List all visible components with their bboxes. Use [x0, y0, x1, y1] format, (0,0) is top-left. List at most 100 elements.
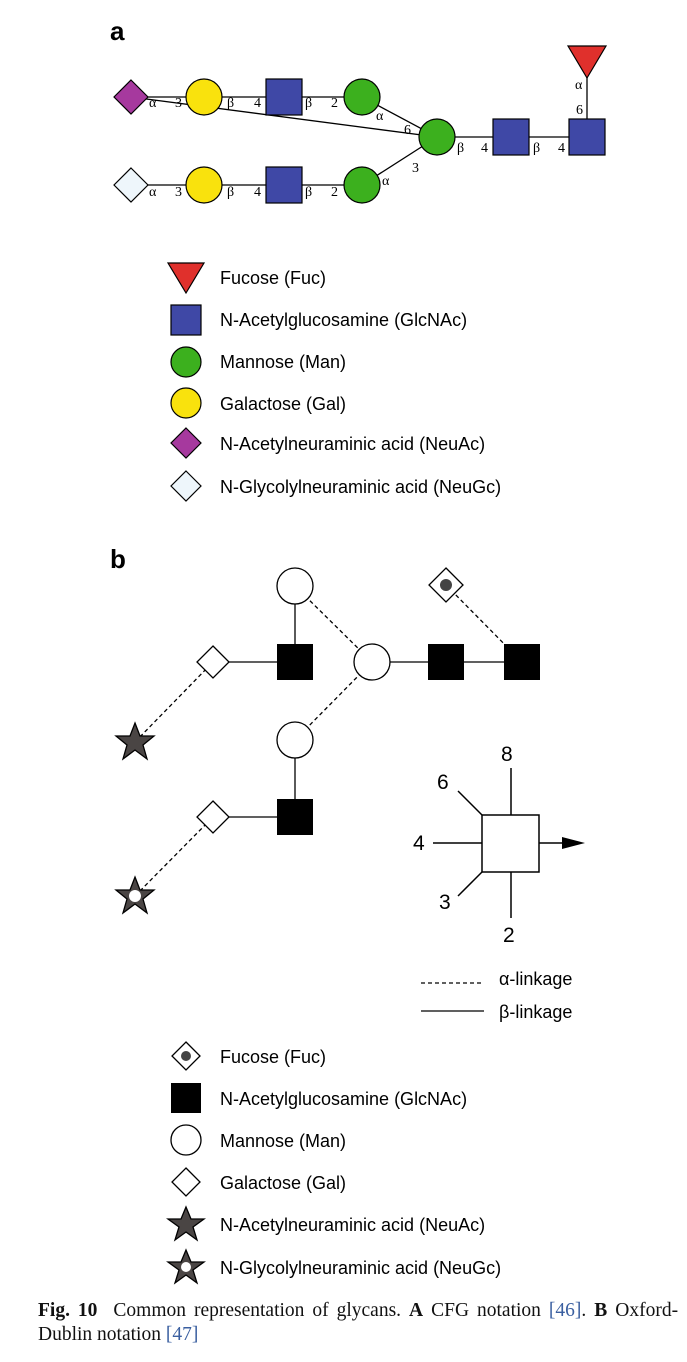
glcnac-square-icon — [170, 304, 202, 336]
galactose-diamond-icon — [196, 800, 230, 834]
neuac-star-icon — [166, 1205, 206, 1242]
caption-text-2: CFG notation — [431, 1300, 541, 1321]
legend-a-mannose: Mannose (Man) — [220, 352, 346, 372]
svg-text:2: 2 — [331, 185, 338, 200]
position-key-square-icon — [481, 814, 540, 873]
panel-b-label: b — [110, 544, 126, 574]
legend-alpha-linkage: α-linkage — [499, 969, 572, 989]
caption-ref-46[interactable]: [46] — [548, 1300, 582, 1321]
galactose-circle-icon — [170, 387, 202, 419]
legend-b-neugc: N-Glycolylneuraminic acid (NeuGc) — [220, 1258, 501, 1278]
caption-text-4: Oxford-Dublin notation — [38, 1300, 679, 1345]
glcnac-square-icon — [277, 644, 313, 680]
caption-ref-47[interactable]: [47] — [165, 1324, 199, 1345]
fucose-triangle-icon — [166, 262, 206, 295]
glcnac-square-icon — [492, 118, 530, 156]
glcnac-reducing-square-icon — [504, 644, 540, 680]
fucose-dot-icon — [181, 1051, 191, 1061]
neugc-star-center-icon — [129, 890, 141, 902]
legend-a-fucose: Fucose (Fuc) — [220, 268, 326, 288]
svg-text:α: α — [149, 185, 157, 200]
svg-text:8: 8 — [501, 743, 513, 766]
linkage-legend: α-linkage β-linkage — [421, 969, 572, 1022]
neuac-star-icon — [114, 721, 156, 761]
panel-a-label: a — [110, 16, 125, 46]
svg-text:2: 2 — [331, 96, 338, 111]
mannose-circle-icon — [276, 567, 314, 605]
position-key-labels: 8 6 4 3 2 — [413, 743, 515, 947]
figure-caption: Fig. 10 Common representation of glycans… — [38, 1299, 678, 1347]
svg-text:6: 6 — [404, 123, 411, 138]
neuac-diamond-icon — [170, 427, 202, 459]
legend-b-galactose: Galactose (Gal) — [220, 1173, 346, 1193]
legend-a-neugc: N-Glycolylneuraminic acid (NeuGc) — [220, 477, 501, 497]
galactose-diamond-icon — [171, 1167, 201, 1197]
caption-a-label: A — [409, 1300, 424, 1321]
caption-b-label: B — [594, 1300, 608, 1321]
svg-text:3: 3 — [175, 185, 182, 200]
caption-fig-label: Fig. 10 — [38, 1300, 98, 1321]
glcnac-square-icon — [428, 644, 464, 680]
galactose-circle-icon — [185, 78, 223, 116]
galactose-diamond-icon — [196, 645, 230, 679]
svg-text:4: 4 — [254, 185, 261, 200]
svg-text:3: 3 — [175, 96, 182, 111]
svg-text:β: β — [305, 96, 312, 111]
neugc-diamond-icon — [170, 470, 202, 502]
mannose-circle-icon — [170, 346, 202, 378]
neugc-diamond-icon — [113, 167, 149, 203]
panel-a-linkage-labels: α 3 β 4 β 2 α 6 α 3 β 4 β 2 α 3 β 4 β 4 … — [149, 78, 583, 200]
glcnac-square-icon — [277, 799, 313, 835]
mannose-circle-icon — [343, 166, 381, 204]
svg-text:4: 4 — [413, 832, 425, 855]
legend-b-glcnac: N-Acetylglucosamine (GlcNAc) — [220, 1089, 467, 1109]
svg-text:3: 3 — [439, 891, 451, 914]
svg-text:4: 4 — [481, 141, 488, 156]
glcnac-square-icon — [171, 1083, 201, 1113]
panel-b-structure — [114, 567, 540, 915]
panel-b-legend: Fucose (Fuc) N-Acetylglucosamine (GlcNAc… — [166, 1041, 501, 1285]
legend-b-neuac: N-Acetylneuraminic acid (NeuAc) — [220, 1215, 485, 1235]
svg-text:β: β — [227, 96, 234, 111]
svg-text:3: 3 — [412, 161, 419, 176]
mannose-core-circle-icon — [418, 118, 456, 156]
mannose-circle-icon — [170, 1124, 202, 1156]
svg-text:β: β — [305, 185, 312, 200]
panel-a-legend: Fucose (Fuc) N-Acetylglucosamine (GlcNAc… — [166, 262, 501, 502]
panel-b-bonds — [134, 584, 523, 897]
legend-beta-linkage: β-linkage — [499, 1002, 572, 1022]
legend-a-galactose: Galactose (Gal) — [220, 394, 346, 414]
legend-a-glcnac: N-Acetylglucosamine (GlcNAc) — [220, 310, 467, 330]
glcnac-square-icon — [265, 78, 303, 116]
glcnac-square-icon — [265, 166, 303, 204]
legend-b-fucose: Fucose (Fuc) — [220, 1047, 326, 1067]
position-key — [433, 768, 567, 918]
legend-b-mannose: Mannose (Man) — [220, 1131, 346, 1151]
svg-text:4: 4 — [558, 141, 565, 156]
svg-text:β: β — [227, 185, 234, 200]
mannose-circle-icon — [343, 78, 381, 116]
neugc-star-center-icon — [181, 1262, 191, 1272]
svg-text:2: 2 — [503, 924, 515, 947]
fucose-triangle-icon — [566, 45, 608, 80]
caption-text-1: Common representation of glycans. — [113, 1300, 402, 1321]
arrow-icon — [562, 837, 585, 849]
neuac-diamond-icon — [113, 79, 149, 115]
svg-text:α: α — [149, 96, 157, 111]
glcnac-reducing-square-icon — [568, 118, 606, 156]
svg-text:β: β — [533, 141, 540, 156]
svg-text:β: β — [457, 141, 464, 156]
mannose-core-circle-icon — [353, 643, 391, 681]
caption-text-3: . — [581, 1300, 587, 1321]
svg-text:4: 4 — [254, 96, 261, 111]
fucose-dot-icon — [440, 579, 452, 591]
mannose-circle-icon — [276, 721, 314, 759]
galactose-circle-icon — [185, 166, 223, 204]
svg-text:α: α — [376, 109, 384, 124]
svg-text:6: 6 — [437, 771, 449, 794]
svg-text:α: α — [575, 78, 583, 93]
svg-text:α: α — [382, 174, 390, 189]
svg-text:6: 6 — [576, 103, 583, 118]
legend-a-neuac: N-Acetylneuraminic acid (NeuAc) — [220, 434, 485, 454]
